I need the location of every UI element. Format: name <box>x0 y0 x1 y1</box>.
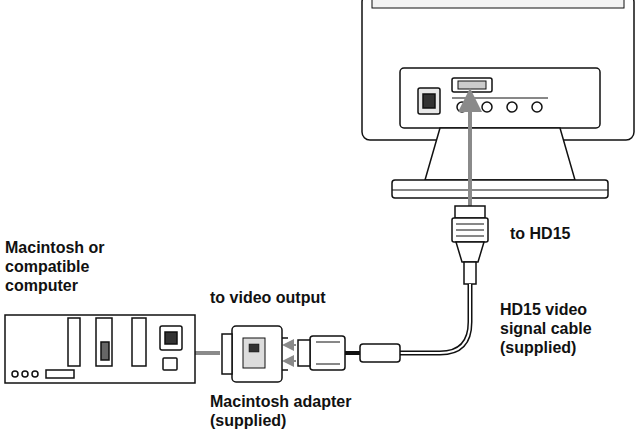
cable-label: HD15 video signal cable (supplied) <box>500 300 618 357</box>
monitor <box>362 0 634 198</box>
insert-arrow <box>288 344 296 346</box>
insert-arrow <box>468 100 472 206</box>
video-cable <box>345 351 360 355</box>
computer <box>5 315 195 383</box>
adapter-label: Macintosh adapter (supplied) <box>210 392 390 430</box>
computer-label: Macintosh or compatible computer <box>5 238 117 295</box>
video-cable <box>400 284 470 353</box>
cable-plug <box>298 336 345 370</box>
ferrite-core <box>360 344 400 362</box>
port-label: to HD15 <box>510 224 620 243</box>
video-cable <box>400 284 470 353</box>
hd15-plug <box>452 206 488 284</box>
macintosh-adapter <box>222 326 288 382</box>
port-label: to video output <box>210 288 370 307</box>
insert-arrow <box>288 360 296 362</box>
